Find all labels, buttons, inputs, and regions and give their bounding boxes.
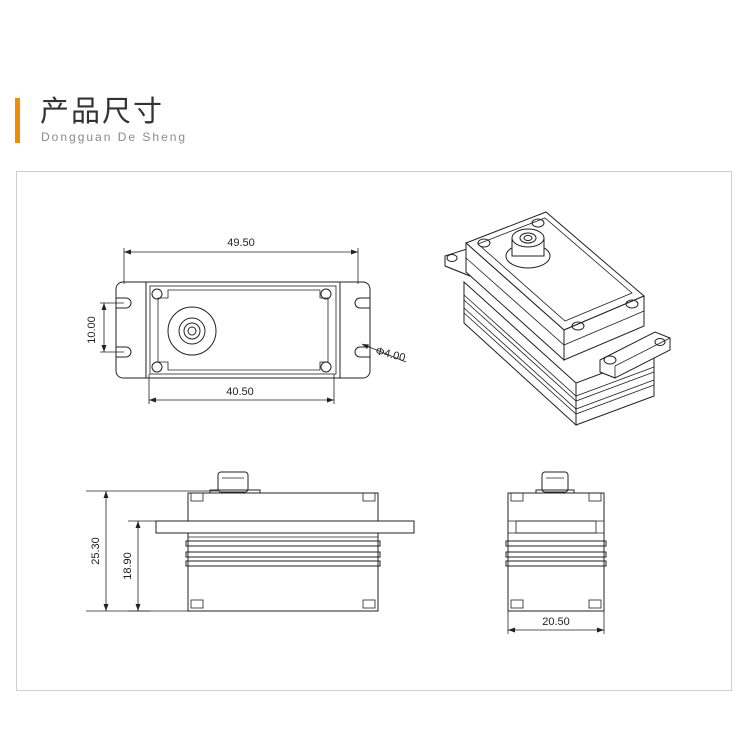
dim-label-phi-4-00: Φ4.00 [374,345,406,364]
dim-label-10-00: 10.00 [86,316,98,344]
page-title: 产品尺寸 [40,94,165,128]
dim-label-18-90: 18.90 [122,552,134,580]
dim-label-49-50: 49.50 [227,237,255,249]
dim-side-total-height: 25.30 [86,490,218,612]
drawing-frame [16,171,732,691]
page-subtitle: Dongguan De Sheng [41,130,188,144]
dim-hole-diameter: Φ4.00 [361,343,406,364]
dim-side-flange-height: 18.90 [122,520,156,612]
dim-top-hole-width: 40.50 [148,374,335,404]
dim-top-overall-width: 49.50 [123,237,359,284]
dim-top-slot-height: 10.00 [86,302,124,353]
dim-label-25-30: 25.30 [90,537,102,565]
top-view [115,281,371,379]
dim-front-width: 20.50 [507,611,605,634]
isometric-view [444,211,671,427]
dim-label-40-50: 40.50 [226,386,254,398]
dim-label-20-50: 20.50 [542,616,570,628]
front-view [505,471,607,612]
side-view [155,471,415,612]
title-accent-bar [15,98,20,143]
